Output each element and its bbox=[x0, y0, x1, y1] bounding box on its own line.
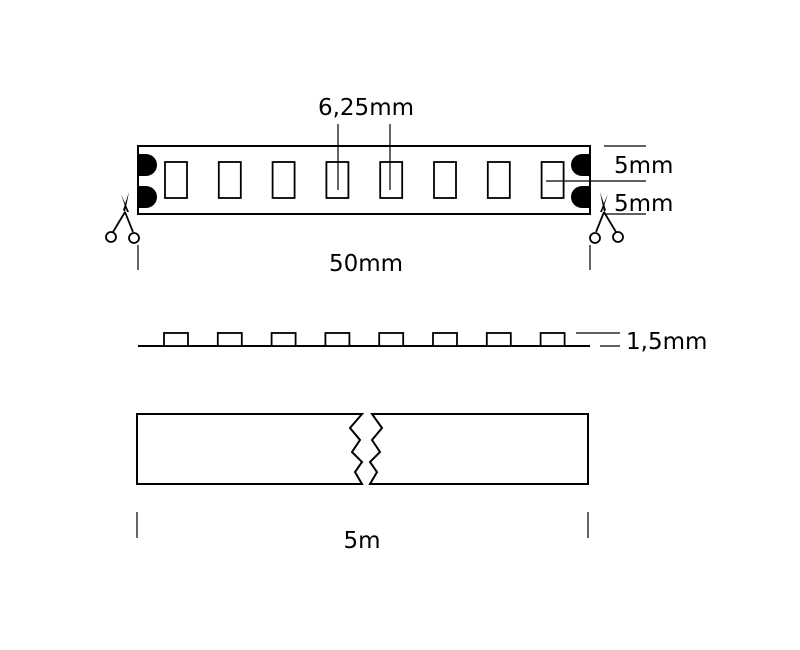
led-chip-top bbox=[540, 161, 565, 199]
led-chip-side bbox=[216, 332, 243, 347]
led-chip-side bbox=[163, 332, 189, 347]
led-chip-top bbox=[164, 161, 188, 199]
side-view: 1,5mm bbox=[138, 329, 707, 355]
scissors-icon bbox=[589, 192, 624, 244]
reel-left-part bbox=[136, 413, 365, 485]
pitch-label: 6,25mm bbox=[318, 95, 414, 121]
total-length-label: 5m bbox=[343, 528, 380, 554]
height-label: 1,5mm bbox=[626, 329, 707, 355]
full-length-view: 5m bbox=[136, 413, 589, 554]
led-row-side bbox=[163, 332, 566, 347]
reel-right-part bbox=[368, 413, 589, 485]
led-chip-top bbox=[217, 161, 242, 199]
led-chip-side bbox=[485, 332, 512, 347]
led-chip-side bbox=[324, 332, 351, 347]
segment-length-label: 50mm bbox=[329, 251, 403, 277]
led-chip-side bbox=[270, 332, 297, 347]
led-chip-side bbox=[539, 332, 566, 347]
pad-bottom-label: 5mm bbox=[614, 191, 673, 217]
led-chip-top bbox=[433, 161, 457, 199]
led-chip-top bbox=[379, 161, 404, 199]
top-view: 6,25mm 5mm 5mm 50mm bbox=[105, 95, 673, 277]
solder-pad-left-top bbox=[138, 154, 157, 176]
led-chip-top bbox=[271, 161, 296, 199]
pad-top-label: 5mm bbox=[614, 153, 673, 179]
led-chip-side bbox=[378, 332, 405, 347]
scissors-icon bbox=[105, 192, 140, 244]
led-row-top bbox=[164, 161, 565, 199]
solder-pad-left-bottom bbox=[138, 186, 157, 208]
led-chip-top bbox=[486, 161, 511, 199]
solder-pad-right-top bbox=[571, 154, 590, 176]
solder-pad-right-bottom bbox=[571, 186, 590, 208]
led-chip-side bbox=[432, 332, 458, 347]
strip-top-outline bbox=[137, 145, 591, 215]
